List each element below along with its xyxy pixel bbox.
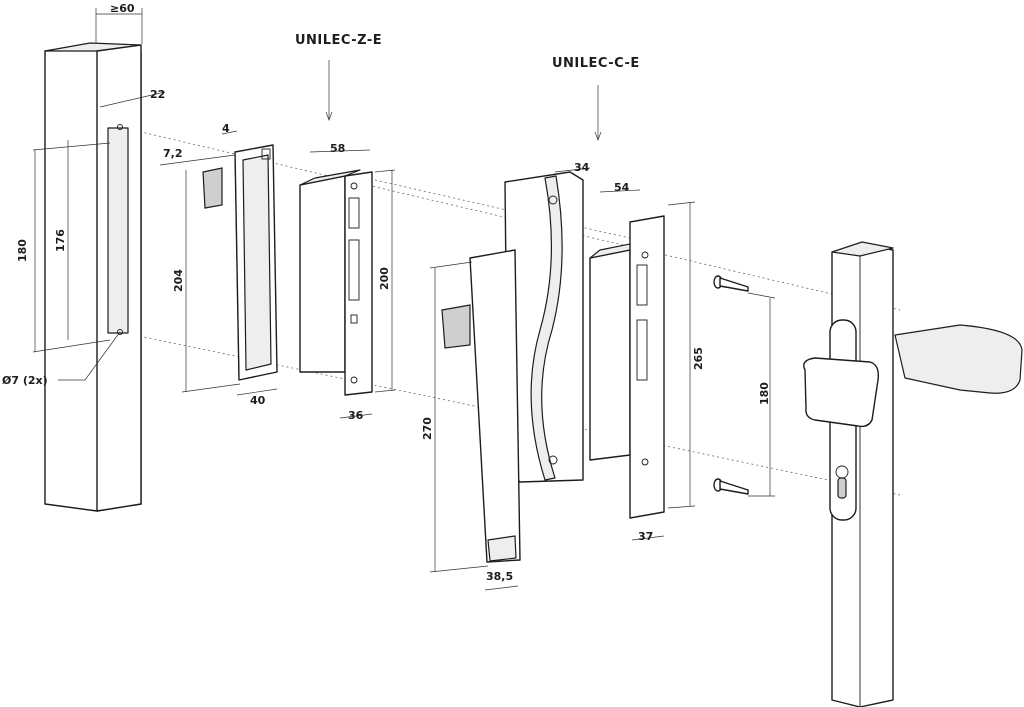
post-dimensions <box>32 8 166 381</box>
plate-width-label: 40 <box>250 394 266 407</box>
hole-diameter-label: Ø7 (2x) <box>2 374 48 387</box>
lock-c-depth-label: 54 <box>614 181 630 194</box>
unilec-c-lock <box>589 215 665 519</box>
screw-spacing-label: 180 <box>758 382 771 405</box>
bracket-width-label: 38,5 <box>486 570 513 583</box>
plate-height-label: 204 <box>172 269 185 292</box>
unilec-z-lock <box>299 169 373 396</box>
unilec-z-title: UNILEC-Z-E <box>295 33 382 48</box>
lock-z-width-label: 36 <box>348 409 364 422</box>
lock-z-height-label: 200 <box>378 267 391 290</box>
post-height-outer-label: 180 <box>16 239 29 262</box>
unilec-c-dimensions <box>594 85 696 541</box>
door-handle-assembly <box>803 319 1023 521</box>
plate-thickness-label: 4 <box>222 122 230 135</box>
post-depth-label: 22 <box>150 88 165 101</box>
bracket-dimensions <box>429 167 591 591</box>
screws <box>713 275 749 495</box>
unilec-c-title: UNILEC-C-E <box>552 56 640 71</box>
post-width-label: ≥60 <box>110 2 135 15</box>
mounting-plate <box>202 144 278 381</box>
unilec-z-dimensions <box>309 60 396 419</box>
lock-z-depth-label: 58 <box>330 142 345 155</box>
bracket-height-label: 270 <box>421 417 434 440</box>
labels: UNILEC-Z-E UNILEC-C-E ≥60 22 180 176 Ø7 … <box>2 2 771 583</box>
lock-c-width-label: 37 <box>638 530 653 543</box>
left-gate-post <box>44 42 142 512</box>
plate-offset-label: 7,2 <box>163 147 183 160</box>
screw-dimensions <box>747 292 776 497</box>
bracket-depth-label: 34 <box>574 161 590 174</box>
lock-c-height-label: 265 <box>692 347 705 370</box>
c-bracket <box>441 171 584 563</box>
plate-dimensions <box>159 130 278 396</box>
post-height-inner-label: 176 <box>54 229 67 252</box>
